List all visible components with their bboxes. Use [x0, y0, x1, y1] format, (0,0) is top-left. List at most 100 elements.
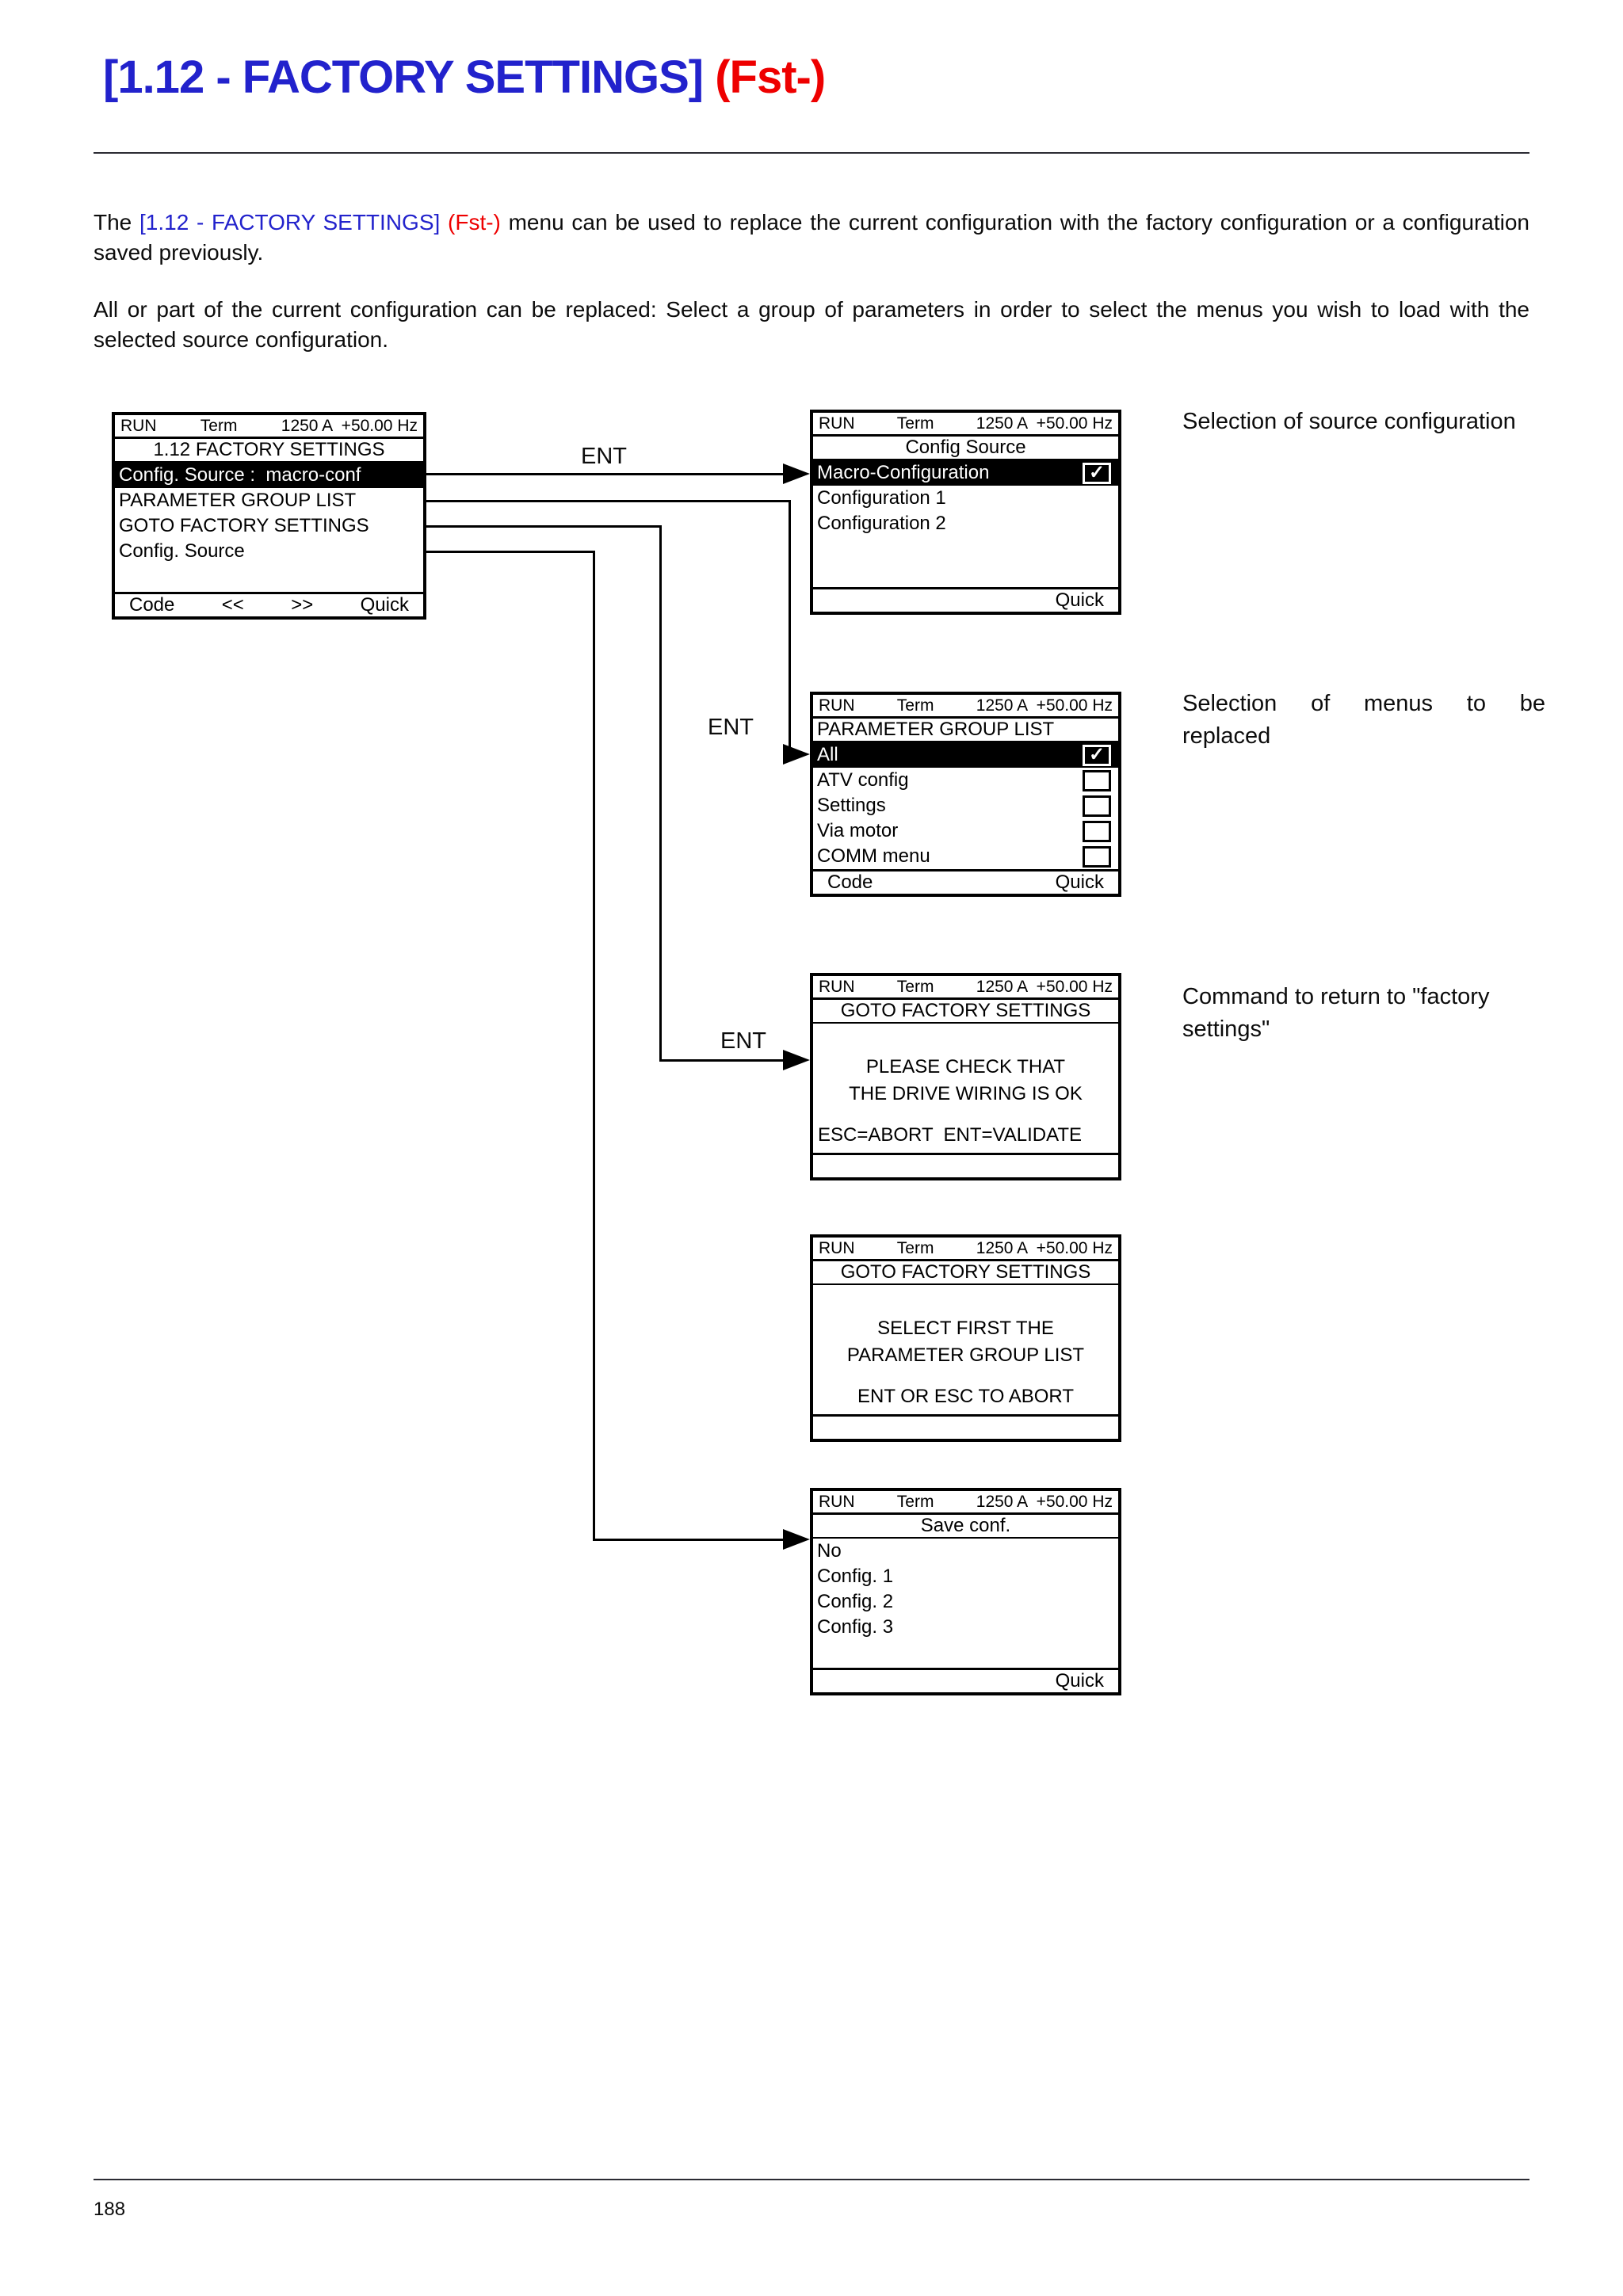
checkbox-checked-icon: ✓ — [1083, 462, 1111, 484]
softkey-label: Code — [827, 871, 873, 893]
status-values: 1250 A +50.00 Hz — [976, 696, 1113, 715]
screen-title: Config Source — [813, 437, 1118, 460]
status-run: RUN — [819, 696, 855, 715]
message-line: PLEASE CHECK THAT — [865, 1056, 1066, 1077]
connector-d-line-h2 — [593, 1539, 786, 1541]
menu-item: Config. Source : macro-conf — [115, 463, 423, 488]
status-bar: RUN Term 1250 A +50.00 Hz — [813, 976, 1118, 1000]
p1-pre: The — [94, 210, 132, 235]
status-values: 1250 A +50.00 Hz — [976, 1492, 1113, 1511]
connector-d-line-v — [593, 551, 595, 1541]
menu-item: No — [813, 1539, 1118, 1564]
menu-item-label: Config. Source — [119, 540, 245, 562]
status-term: Term — [896, 1238, 934, 1257]
status-run: RUN — [819, 977, 855, 996]
menu-item-label: Config. 3 — [817, 1616, 894, 1638]
message-line: PARAMETER GROUP LIST — [846, 1344, 1085, 1366]
annotation-line: settings" — [1182, 1016, 1270, 1042]
p1-rest: menu can be used to replace the current … — [94, 210, 1530, 265]
screen-title: GOTO FACTORY SETTINGS — [813, 1261, 1118, 1285]
message-bottom-line: ESC=ABORT ENT=VALIDATE — [818, 1124, 1082, 1146]
ent-key-label: ENT — [720, 1028, 766, 1054]
lcd-screen-parameter-group-list: RUN Term 1250 A +50.00 Hz PARAMETER GROU… — [810, 692, 1121, 897]
connector-c-arrowhead-icon — [783, 1050, 810, 1070]
lcd-screen-goto-factory-warning: RUN Term 1250 A +50.00 Hz GOTO FACTORY S… — [810, 1234, 1121, 1442]
softkey-bar: Quick — [813, 1668, 1118, 1692]
connector-a-arrowhead-icon — [783, 463, 810, 484]
status-bar: RUN Term 1250 A +50.00 Hz — [813, 1491, 1118, 1515]
checkbox-checked-icon: ✓ — [1083, 744, 1111, 766]
status-term: Term — [896, 1492, 934, 1511]
menu-item-label: PARAMETER GROUP LIST — [119, 490, 357, 511]
annotation-line: replaced — [1182, 723, 1271, 749]
softkey-label: >> — [291, 594, 314, 616]
menu-item-label: All — [817, 744, 838, 765]
status-bar: RUN Term 1250 A +50.00 Hz — [115, 415, 423, 439]
menu-item-label: Configuration 2 — [817, 513, 946, 534]
annotation-word: to — [1466, 691, 1486, 716]
lcd-screen-goto-factory-confirm: RUN Term 1250 A +50.00 Hz GOTO FACTORY S… — [810, 973, 1121, 1180]
checkbox-empty-icon — [1083, 820, 1111, 842]
menu-item: Config. 2 — [813, 1589, 1118, 1615]
screen-title: GOTO FACTORY SETTINGS — [813, 1000, 1118, 1024]
status-term: Term — [896, 696, 934, 715]
status-values: 1250 A +50.00 Hz — [976, 414, 1113, 433]
screen-title: 1.12 FACTORY SETTINGS — [115, 439, 423, 463]
softkey-label: Quick — [1055, 1670, 1104, 1691]
ent-key-label: ENT — [581, 444, 627, 469]
status-values: 1250 A +50.00 Hz — [976, 977, 1113, 996]
message-bottom-line: ENT OR ESC TO ABORT — [857, 1386, 1074, 1407]
menu-item-label: Config. 2 — [817, 1591, 894, 1612]
annotation-word: Selection — [1182, 691, 1277, 716]
annotation-line: Selection of source configuration — [1182, 409, 1516, 434]
menu-item: All ✓ — [813, 742, 1118, 768]
softkey-bar — [813, 1153, 1118, 1177]
status-term: Term — [896, 977, 934, 996]
menu-item: Macro-Configuration✓ — [813, 460, 1118, 486]
annotation-word: menus — [1364, 691, 1434, 716]
status-values: 1250 A +50.00 Hz — [976, 1238, 1113, 1257]
status-term: Term — [200, 416, 238, 435]
connector-b-arrowhead-icon — [783, 744, 810, 765]
page-title-code: (Fst-) — [715, 51, 826, 103]
p1-menu-link: [1.12 - FACTORY SETTINGS] — [139, 210, 441, 235]
status-term: Term — [896, 414, 934, 433]
intro-paragraph-2: All or part of the current configuration… — [94, 297, 1529, 352]
menu-list: Macro-Configuration✓Configuration 1 Confi… — [813, 460, 1118, 587]
annotation-source-configuration: Selection of source configuration — [1182, 406, 1547, 438]
p1-menu-code: (Fst-) — [448, 210, 501, 235]
menu-item-label: Settings — [817, 795, 886, 816]
softkey-label: << — [221, 594, 244, 616]
menu-item: PARAMETER GROUP LIST — [115, 488, 423, 513]
screen-title: Save conf. — [813, 1515, 1118, 1539]
menu-item: Config. 1 — [813, 1564, 1118, 1589]
status-bar: RUN Term 1250 A +50.00 Hz — [813, 413, 1118, 437]
status-bar: RUN Term 1250 A +50.00 Hz — [813, 1238, 1118, 1261]
status-values: 1250 A +50.00 Hz — [281, 416, 418, 435]
menu-item-label: No — [817, 1540, 842, 1562]
connector-b-line-v — [789, 500, 791, 755]
page-number: 188 — [94, 2199, 126, 2220]
message-line: THE DRIVE WIRING IS OK — [849, 1083, 1083, 1104]
connector-d-arrowhead-icon — [783, 1529, 810, 1550]
menu-item: COMM menu — [813, 844, 1118, 869]
menu-item-label: Configuration 1 — [817, 487, 946, 509]
menu-item: Config. 3 — [813, 1615, 1118, 1640]
menu-item: Config. Source — [115, 539, 423, 564]
menu-item: ATV config — [813, 768, 1118, 793]
status-run: RUN — [819, 414, 855, 433]
annotation-line: Command to return to "factory — [1182, 984, 1490, 1009]
ent-key-label: ENT — [708, 715, 754, 740]
menu-item-label: GOTO FACTORY SETTINGS — [119, 515, 369, 536]
menu-item-label: Via motor — [817, 820, 899, 841]
checkbox-empty-icon — [1083, 795, 1111, 817]
menu-item: Configuration 2 — [813, 511, 1118, 536]
connector-c-line-h2 — [659, 1059, 786, 1062]
